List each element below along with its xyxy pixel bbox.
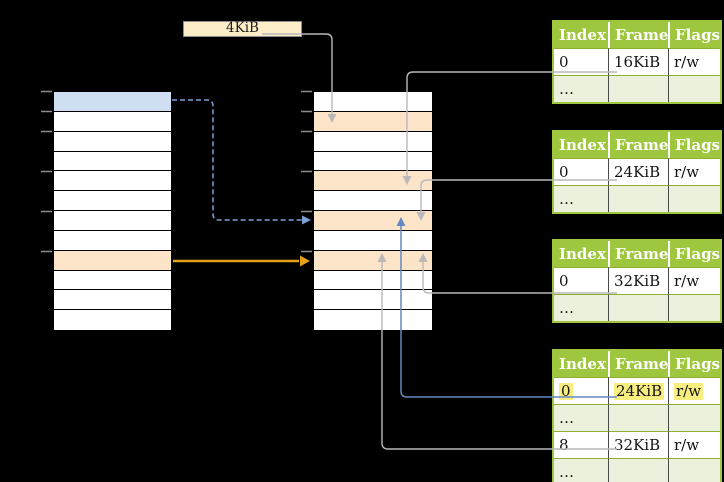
frame-cell: 16KiB xyxy=(608,48,668,75)
flags-cell: r/w xyxy=(668,377,720,404)
flags-cell: r/w xyxy=(668,158,720,185)
blue-page-mapping-arrow xyxy=(172,99,311,225)
highlighted-value: r/w xyxy=(674,381,704,400)
memory-cell xyxy=(54,132,171,152)
ellipsis-cell xyxy=(608,185,668,212)
ellipsis-cell xyxy=(608,294,668,321)
memory-cell xyxy=(314,132,432,152)
memory-cell xyxy=(314,271,432,291)
ellipsis-cell: … xyxy=(554,404,608,431)
memory-cell-orange xyxy=(314,250,432,271)
frame-cell: 24KiB xyxy=(608,377,668,404)
frame-cell: 32KiB xyxy=(608,267,668,294)
ellipsis-cell: … xyxy=(554,185,608,212)
index-cell: 0 xyxy=(554,158,608,185)
ellipsis-cell: … xyxy=(554,75,608,102)
column-header-index: Index xyxy=(554,241,608,267)
memory-cell-blue xyxy=(54,92,171,112)
ellipsis-cell xyxy=(608,404,668,431)
left-memory-column xyxy=(53,91,172,331)
index-cell: 0 xyxy=(554,267,608,294)
column-header-frame: Frame xyxy=(608,22,668,48)
memory-cell xyxy=(314,310,432,330)
flags-cell: r/w xyxy=(668,431,720,458)
ellipsis-cell xyxy=(668,458,720,482)
arrowhead-icon xyxy=(302,215,311,225)
index-cell: 0 xyxy=(554,48,608,75)
column-header-flags: Flags xyxy=(668,132,720,158)
highlighted-value: 24KiB xyxy=(614,381,665,400)
memory-cell-orange xyxy=(314,211,432,231)
memory-cell-orange xyxy=(314,171,432,192)
flags-cell: r/w xyxy=(668,48,720,75)
ellipsis-cell: … xyxy=(554,458,608,482)
memory-cell xyxy=(54,231,171,251)
ellipsis-cell: … xyxy=(554,294,608,321)
column-header-frame: Frame xyxy=(608,351,668,377)
index-cell: 8 xyxy=(554,431,608,458)
memory-cell xyxy=(54,290,171,311)
index-cell: 0 xyxy=(554,377,608,404)
column-header-index: Index xyxy=(554,132,608,158)
column-header-flags: Flags xyxy=(668,22,720,48)
flags-cell: r/w xyxy=(668,267,720,294)
memory-cell xyxy=(54,271,171,291)
memory-cell-orange xyxy=(54,250,171,271)
ellipsis-cell xyxy=(668,185,720,212)
memory-cell xyxy=(314,92,432,112)
frame-cell: 24KiB xyxy=(608,158,668,185)
memory-cell xyxy=(54,112,171,132)
memory-cell xyxy=(314,152,432,172)
center-memory-column xyxy=(313,91,433,331)
memory-cell xyxy=(314,231,432,251)
memory-cell xyxy=(314,191,432,211)
memory-cell xyxy=(54,211,171,231)
page-size-label: 4KiB xyxy=(183,21,302,37)
ellipsis-cell xyxy=(668,75,720,102)
column-header-frame: Frame xyxy=(608,132,668,158)
ellipsis-cell xyxy=(668,404,720,431)
ellipsis-cell xyxy=(608,458,668,482)
column-header-index: Index xyxy=(554,22,608,48)
column-header-frame: Frame xyxy=(608,241,668,267)
frame-cell: 32KiB xyxy=(608,431,668,458)
memory-cell xyxy=(54,171,171,192)
memory-cell xyxy=(54,191,171,211)
column-header-flags: Flags xyxy=(668,241,720,267)
column-header-index: Index xyxy=(554,351,608,377)
ellipsis-cell xyxy=(668,294,720,321)
memory-cell-orange xyxy=(314,111,432,132)
orange-page-mapping-arrow xyxy=(173,255,310,267)
highlighted-value: 0 xyxy=(559,381,573,400)
memory-cell xyxy=(54,152,171,172)
memory-cell xyxy=(54,310,171,330)
memory-cell xyxy=(314,290,432,311)
column-header-flags: Flags xyxy=(668,351,720,377)
arrowhead-icon xyxy=(300,255,310,267)
page-size-text: 4KiB xyxy=(226,20,259,37)
ellipsis-cell xyxy=(608,75,668,102)
